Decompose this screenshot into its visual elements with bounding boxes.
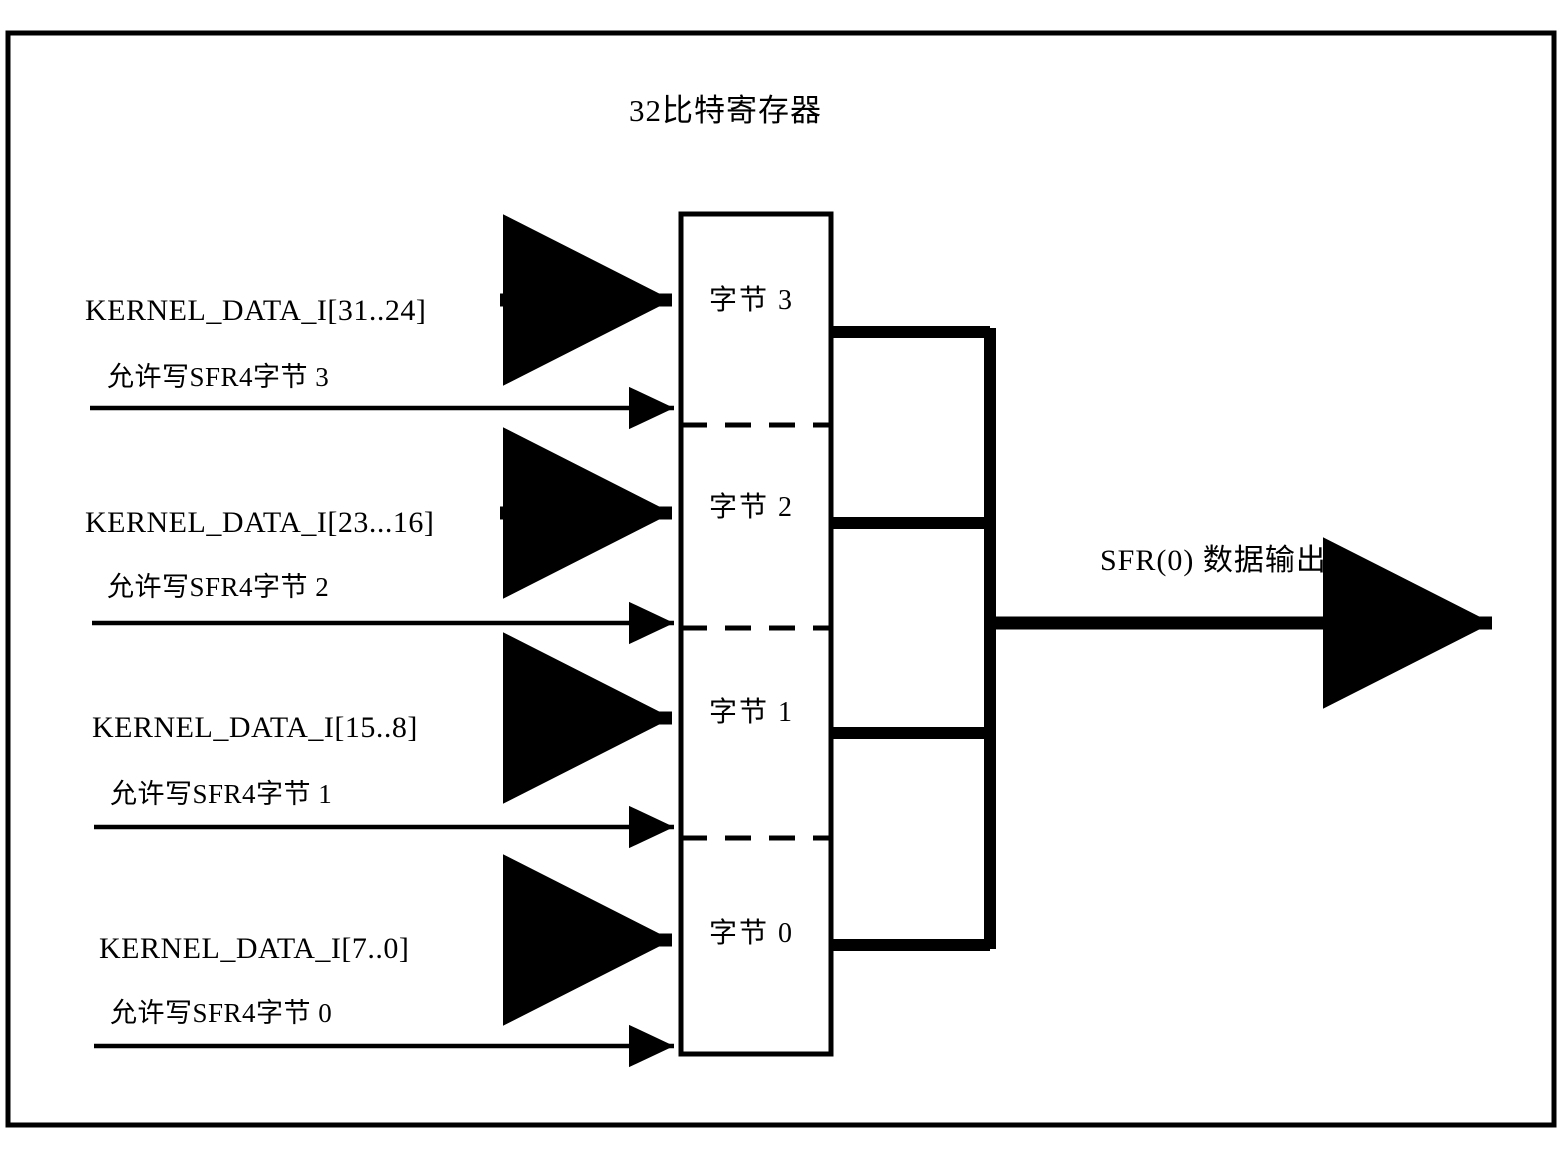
register-byte-label-1: 字节 1 [709,697,795,728]
data-input-label-byte0: KERNEL_DATA_I[7..0] [99,932,410,965]
register-byte-label-2: 字节 2 [709,492,795,523]
write-enable-label-byte0: 允许写SFR4字节 0 [110,998,333,1028]
write-enable-label-byte3: 允许写SFR4字节 3 [107,362,330,392]
register-byte-label-3: 字节 3 [709,285,795,316]
register-byte-label-0: 字节 0 [709,918,795,949]
data-input-label-byte2: KERNEL_DATA_I[23...16] [85,506,435,539]
write-enable-label-byte1: 允许写SFR4字节 1 [110,779,333,809]
data-input-label-byte1: KERNEL_DATA_I[15..8] [92,711,418,744]
outer-frame [5,30,1557,1128]
write-enable-label-byte2: 允许写SFR4字节 2 [107,572,330,602]
data-input-label-byte3: KERNEL_DATA_I[31..24] [85,294,427,327]
register-box [678,211,834,1057]
diagram-title: 32比特寄存器 [629,93,822,128]
sfr0-output-label: SFR(0) 数据输出 [1100,544,1327,577]
